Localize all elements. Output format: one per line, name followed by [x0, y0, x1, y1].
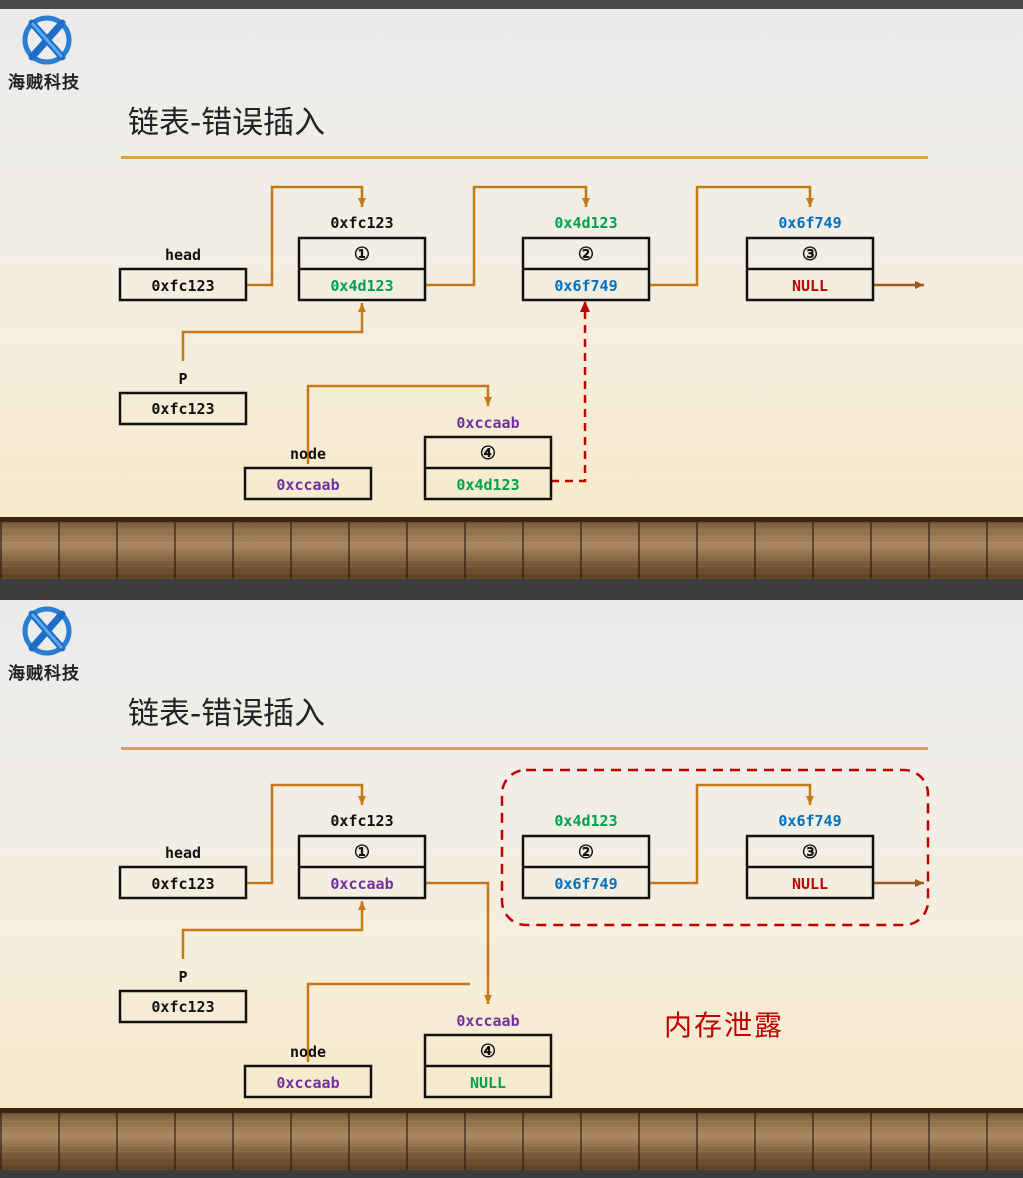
- node3-next: NULL: [792, 277, 828, 295]
- node2-next: 0x6f749: [554, 875, 617, 893]
- arrow-p-to-node1: [181, 303, 366, 361]
- dashed-arrow-node4-to-node2: [551, 301, 590, 483]
- node-box: [243, 466, 373, 501]
- head-box: [118, 267, 248, 302]
- linked-list-diagram-1: head 0xfc123 P 0xfc123 node 0xccaab 0xfc…: [118, 185, 924, 501]
- node3-address: 0x6f749: [778, 812, 841, 830]
- memory-leak-note: 内存泄露: [664, 1009, 785, 1042]
- p-value: 0xfc123: [151, 400, 214, 418]
- node1-next: 0xccaab: [330, 875, 393, 893]
- slide-2: 海贼科技 链表-错误插入 head 0xfc123 P: [0, 600, 1023, 1170]
- head-label: head: [165, 844, 201, 862]
- wooden-floor: [0, 517, 1023, 579]
- node2-index: ②: [578, 244, 594, 265]
- floor-edge: [0, 517, 1023, 522]
- node4-address: 0xccaab: [456, 1012, 519, 1030]
- wooden-floor: [0, 1108, 1023, 1170]
- node1-address: 0xfc123: [330, 812, 393, 830]
- bottom-bar: [0, 1170, 1023, 1178]
- linked-list-diagram-2: head 0xfc123 P 0xfc123 node 0xccaab 0xfc…: [118, 768, 930, 1099]
- head-label: head: [165, 246, 201, 264]
- title-rule: [121, 747, 928, 750]
- node4-address: 0xccaab: [456, 414, 519, 432]
- node4-index: ④: [480, 443, 496, 464]
- arrow-node2-to-node3: [650, 185, 814, 287]
- node3-address: 0x6f749: [778, 214, 841, 232]
- head-box: [118, 865, 248, 900]
- slide-separator: [0, 579, 1023, 600]
- node3-next: NULL: [792, 875, 828, 893]
- brand-name: 海贼科技: [8, 664, 80, 684]
- arrow-node-to-node4: [306, 982, 470, 1062]
- node1-address: 0xfc123: [330, 214, 393, 232]
- p-value: 0xfc123: [151, 998, 214, 1016]
- p-label: P: [178, 968, 187, 986]
- node-label: node: [290, 1043, 326, 1061]
- node1-next: 0x4d123: [330, 277, 393, 295]
- node-box: [243, 1064, 373, 1099]
- arrow-node1-to-node2: [426, 185, 590, 287]
- node4-next: 0x4d123: [456, 476, 519, 494]
- floor-edge: [0, 1108, 1023, 1113]
- memory-leak-region: [500, 768, 930, 927]
- title-rule: [121, 156, 928, 159]
- arrow-node-to-node4: [306, 384, 492, 464]
- node2-index: ②: [578, 842, 594, 863]
- arrow-node2-to-node3: [650, 783, 814, 885]
- x-logo-icon: [22, 606, 72, 656]
- top-bar: [0, 0, 1023, 9]
- brand-name: 海贼科技: [8, 73, 80, 93]
- head-value: 0xfc123: [151, 277, 214, 295]
- arrow-p-to-node1: [181, 901, 366, 959]
- node2-address: 0x4d123: [554, 214, 617, 232]
- arrow-node1-to-node4: [426, 881, 492, 1004]
- p-box: [118, 989, 248, 1024]
- node1-index: ①: [354, 244, 370, 265]
- page-title: 链表-错误插入: [128, 105, 326, 141]
- node2-address: 0x4d123: [554, 812, 617, 830]
- arrow-head-to-node1: [246, 185, 366, 287]
- node1-index: ①: [354, 842, 370, 863]
- node3-index: ③: [802, 244, 818, 265]
- x-logo-icon: [22, 15, 72, 65]
- p-box: [118, 391, 248, 426]
- node-value: 0xccaab: [276, 1074, 339, 1092]
- node2-next: 0x6f749: [554, 277, 617, 295]
- slide-1: 海贼科技 链表-错误插入 head 0: [0, 9, 1023, 579]
- node4-index: ④: [480, 1041, 496, 1062]
- node3-index: ③: [802, 842, 818, 863]
- node4-next: NULL: [470, 1074, 506, 1092]
- arrow-head-to-node1: [246, 783, 366, 885]
- node-label: node: [290, 445, 326, 463]
- node-value: 0xccaab: [276, 476, 339, 494]
- p-label: P: [178, 370, 187, 388]
- head-value: 0xfc123: [151, 875, 214, 893]
- page-title: 链表-错误插入: [128, 696, 326, 732]
